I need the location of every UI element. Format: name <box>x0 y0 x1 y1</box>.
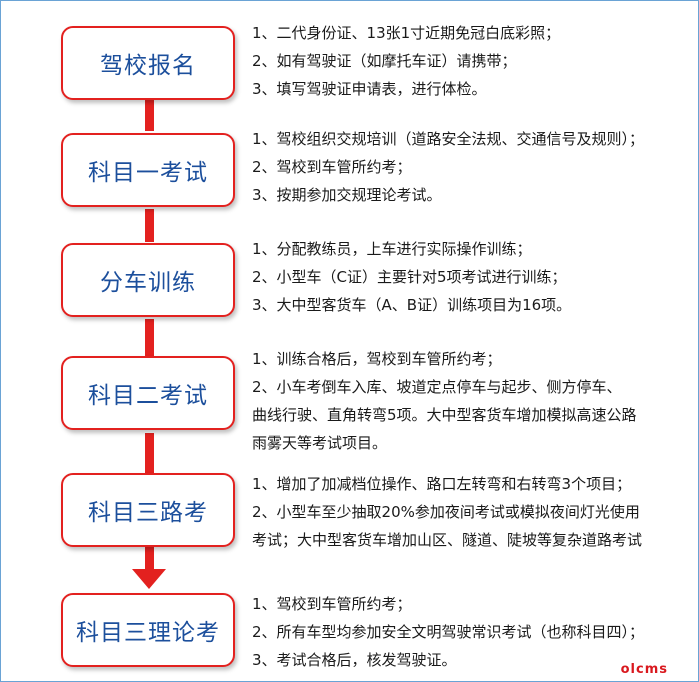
description-line: 1、驾校到车管所约考； <box>252 595 412 613</box>
step-title: 分车训练 <box>100 270 196 296</box>
watermark: olcms <box>620 662 668 677</box>
step-title: 科目三理论考 <box>76 620 220 646</box>
description-line: 3、大中型客货车（A、B证）训练项目为16项。 <box>252 296 572 314</box>
step-box-subject-three-road: 科目三路考 <box>61 473 235 547</box>
description-line: 3、填写驾驶证申请表，进行体检。 <box>252 80 487 98</box>
step-description: 1、分配教练员，上车进行实际操作训练； 2、小型车（C证）主要针对5项考试进行训… <box>252 235 696 319</box>
description-line: 1、驾校组织交规培训（道路安全法规、交通信号及规则）； <box>252 130 645 148</box>
step-box-registration: 驾校报名 <box>61 26 235 100</box>
step-box-subject-three-theory: 科目三理论考 <box>61 593 235 667</box>
step-title: 科目二考试 <box>88 383 208 409</box>
description-line: 2、小型车至少抽取20%参加夜间考试或模拟夜间灯光使用 <box>252 503 640 521</box>
description-line: 1、增加了加减档位操作、路口左转弯和右转弯3个项目； <box>252 475 632 493</box>
flow-arrow-shaft <box>145 545 154 571</box>
description-line: 2、如有驾驶证（如摩托车证）请携带； <box>252 52 517 70</box>
step-description: 1、训练合格后，驾校到车管所约考； 2、小车考倒车入库、坡道定点停车与起步、侧方… <box>252 345 696 457</box>
description-line: 3、按期参加交规理论考试。 <box>252 186 442 204</box>
step-box-subject-two: 科目二考试 <box>61 356 235 430</box>
description-line: 2、小车考倒车入库、坡道定点停车与起步、侧方停车、 <box>252 378 622 396</box>
step-description: 1、驾校到车管所约考； 2、所有车型均参加安全文明驾驶常识考试（也称科目四）； … <box>252 590 696 674</box>
flow-connector <box>145 98 154 131</box>
description-line: 1、训练合格后，驾校到车管所约考； <box>252 350 502 368</box>
description-line: 1、分配教练员，上车进行实际操作训练； <box>252 240 532 258</box>
description-line: 3、考试合格后，核发驾驶证。 <box>252 651 457 669</box>
step-box-subject-one: 科目一考试 <box>61 133 235 207</box>
description-line: 1、二代身份证、13张1寸近期免冠白底彩照； <box>252 24 561 42</box>
description-line: 曲线行驶、直角转弯5项。大中型客货车增加模拟高速公路 <box>252 406 637 424</box>
description-line: 2、所有车型均参加安全文明驾驶常识考试（也称科目四）； <box>252 623 645 641</box>
flow-connector <box>145 433 154 473</box>
step-title: 科目一考试 <box>88 160 208 186</box>
step-description: 1、增加了加减档位操作、路口左转弯和右转弯3个项目； 2、小型车至少抽取20%参… <box>252 470 696 554</box>
flow-connector <box>145 319 154 356</box>
description-line: 2、驾校到车管所约考； <box>252 158 412 176</box>
description-line: 2、小型车（C证）主要针对5项考试进行训练； <box>252 268 567 286</box>
step-title: 驾校报名 <box>100 53 196 79</box>
description-line: 雨雾天等考试项目。 <box>252 434 388 452</box>
step-box-vehicle-training: 分车训练 <box>61 243 235 317</box>
step-title: 科目三路考 <box>88 500 208 526</box>
description-line: 考试；大中型客货车增加山区、隧道、陡坡等复杂道路考试 <box>252 531 643 549</box>
step-description: 1、二代身份证、13张1寸近期免冠白底彩照； 2、如有驾驶证（如摩托车证）请携带… <box>252 19 696 103</box>
step-description: 1、驾校组织交规培训（道路安全法规、交通信号及规则）； 2、驾校到车管所约考； … <box>252 125 696 209</box>
flow-arrow-head <box>132 569 166 589</box>
flow-connector <box>145 209 154 242</box>
